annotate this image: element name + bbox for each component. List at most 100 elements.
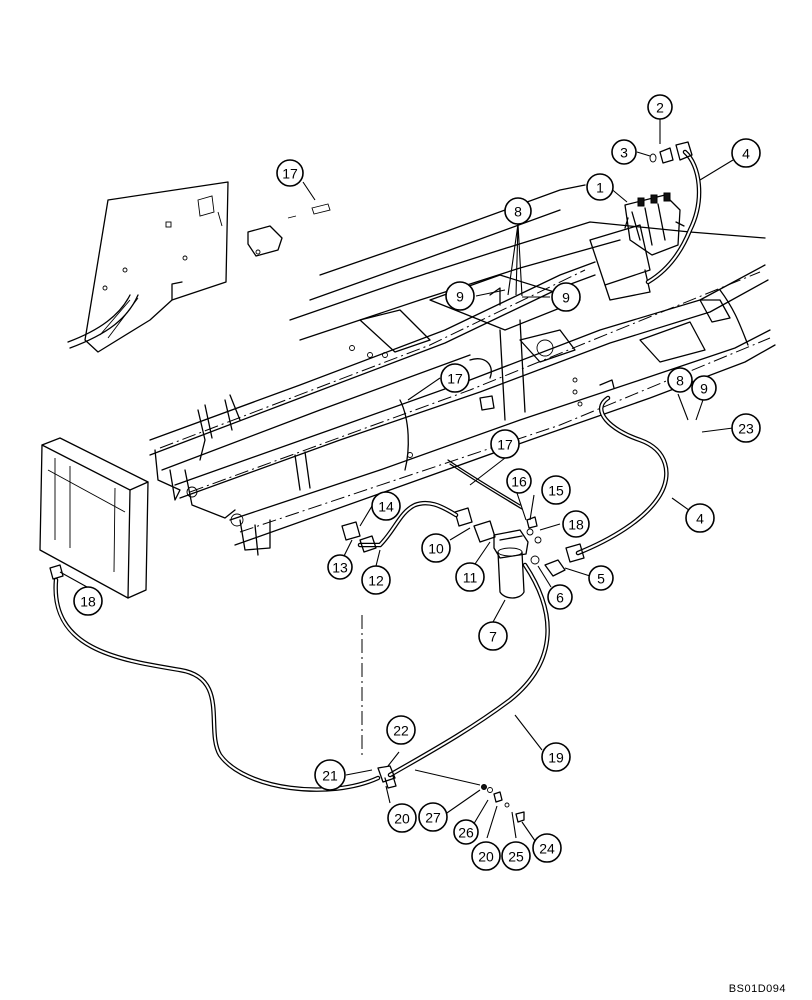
callout-label: 27 bbox=[425, 810, 441, 826]
callout-c10: 10 bbox=[421, 533, 451, 563]
callout-label: 24 bbox=[539, 841, 555, 857]
oil-cooler bbox=[39, 437, 149, 599]
callout-circle bbox=[731, 413, 761, 443]
callout-label: 18 bbox=[80, 594, 96, 610]
callout-c20b: 20 bbox=[471, 841, 501, 871]
callout-c22: 22 bbox=[386, 715, 416, 745]
cover-panel bbox=[67, 181, 229, 353]
callout-label: 3 bbox=[620, 145, 628, 161]
callout-label: 23 bbox=[738, 421, 754, 437]
callout-label: 7 bbox=[489, 629, 497, 645]
callout-circle bbox=[562, 510, 590, 538]
callout-circle bbox=[532, 833, 562, 863]
callout-label: 8 bbox=[676, 373, 684, 389]
callout-circle bbox=[490, 429, 520, 459]
callout-circle bbox=[541, 742, 571, 772]
callout-c3: 3 bbox=[611, 139, 637, 165]
callout-c9b: 9 bbox=[551, 282, 581, 312]
callout-c2: 2 bbox=[647, 94, 673, 120]
callout-circle bbox=[445, 281, 475, 311]
callout-c16: 16 bbox=[506, 468, 532, 494]
callout-label: 4 bbox=[696, 511, 704, 527]
callout-label: 9 bbox=[562, 290, 570, 306]
callout-label: 12 bbox=[368, 573, 384, 589]
callout-c7: 7 bbox=[478, 621, 508, 651]
callout-circle bbox=[453, 819, 479, 845]
callout-c18b: 18 bbox=[73, 586, 103, 616]
callout-c8a: 8 bbox=[504, 197, 532, 225]
callout-c12: 12 bbox=[361, 565, 391, 595]
callout-c14: 14 bbox=[371, 491, 401, 521]
hose-18 bbox=[49, 564, 381, 792]
line-17 bbox=[447, 459, 523, 510]
tube-12 bbox=[341, 500, 459, 553]
callout-circle bbox=[647, 94, 673, 120]
callout-circle bbox=[276, 159, 304, 187]
fitting-2 bbox=[659, 147, 674, 164]
callout-label: 20 bbox=[478, 849, 494, 865]
relay-block bbox=[624, 192, 685, 256]
callout-label: 21 bbox=[322, 768, 338, 784]
callout-circle bbox=[504, 197, 532, 225]
callout-c26: 26 bbox=[453, 819, 479, 845]
bottom-fitting bbox=[377, 765, 481, 789]
callout-c25: 25 bbox=[501, 841, 531, 871]
callout-circle bbox=[421, 533, 451, 563]
callout-circle bbox=[386, 715, 416, 745]
callout-label: 11 bbox=[463, 570, 478, 586]
filter-assembly bbox=[454, 507, 566, 599]
hose-lower bbox=[565, 395, 669, 563]
callout-c5: 5 bbox=[588, 565, 614, 591]
callout-c24: 24 bbox=[532, 833, 562, 863]
callout-c9c: 9 bbox=[691, 375, 717, 401]
callout-label: 18 bbox=[568, 517, 584, 533]
callout-circle bbox=[455, 562, 485, 592]
callout-circle bbox=[506, 468, 532, 494]
small-parts-24-27 bbox=[481, 784, 525, 823]
callout-label: 26 bbox=[458, 825, 474, 841]
callout-c17a: 17 bbox=[276, 159, 304, 187]
callout-circle bbox=[314, 759, 346, 791]
callout-circle bbox=[731, 138, 761, 168]
callout-c15: 15 bbox=[541, 475, 571, 505]
callout-circle bbox=[73, 586, 103, 616]
hose-19 bbox=[387, 562, 550, 778]
callout-circle bbox=[371, 491, 401, 521]
callout-c17b: 17 bbox=[440, 363, 470, 393]
callout-circle bbox=[541, 475, 571, 505]
callout-label: 10 bbox=[428, 541, 444, 557]
callout-label: 13 bbox=[332, 560, 348, 576]
callout-label: 22 bbox=[393, 723, 409, 739]
callout-c19: 19 bbox=[541, 742, 571, 772]
callout-c8b: 8 bbox=[667, 367, 693, 393]
callout-label: 8 bbox=[514, 204, 522, 220]
callout-circle bbox=[471, 841, 501, 871]
callout-label: 17 bbox=[282, 166, 298, 182]
callout-circle bbox=[547, 584, 573, 610]
callout-c11: 11 bbox=[455, 562, 485, 592]
callout-label: 9 bbox=[456, 289, 464, 305]
callout-label: 9 bbox=[700, 381, 708, 397]
callout-circle bbox=[551, 282, 581, 312]
callout-circle bbox=[611, 139, 637, 165]
callout-label: 6 bbox=[556, 590, 564, 606]
bracket-17 bbox=[247, 203, 331, 257]
callout-circle bbox=[691, 375, 717, 401]
callout-label: 15 bbox=[548, 483, 564, 499]
callout-circle bbox=[478, 621, 508, 651]
callout-circle bbox=[588, 565, 614, 591]
callout-circle bbox=[361, 565, 391, 595]
callout-label: 16 bbox=[511, 474, 527, 490]
callout-c13: 13 bbox=[327, 554, 353, 580]
callout-label: 19 bbox=[548, 750, 564, 766]
callout-label: 17 bbox=[497, 437, 513, 453]
callout-c4b: 4 bbox=[685, 503, 715, 533]
callout-c27: 27 bbox=[418, 802, 448, 832]
callout-circle bbox=[501, 841, 531, 871]
callout-circle bbox=[418, 802, 448, 832]
hose-upper bbox=[645, 141, 702, 285]
callout-circle bbox=[440, 363, 470, 393]
callout-label: 2 bbox=[656, 100, 664, 116]
callout-c20a: 20 bbox=[387, 803, 417, 833]
